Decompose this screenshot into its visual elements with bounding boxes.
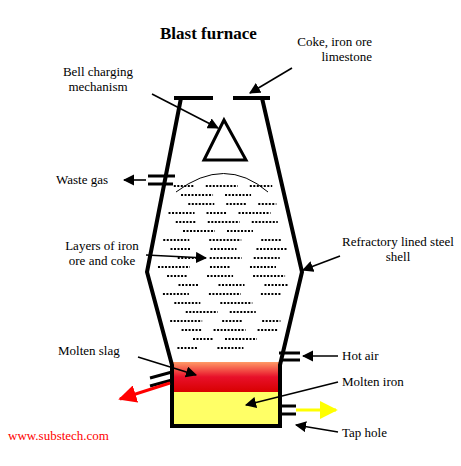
watermark: www.substech.com xyxy=(8,428,148,443)
leader-line xyxy=(303,256,340,270)
layer-stroke xyxy=(258,329,279,331)
layer-stroke xyxy=(170,248,190,250)
iron-outflow xyxy=(296,409,336,412)
slag-notch xyxy=(150,372,172,378)
hot-air-pipe xyxy=(280,359,300,362)
layer-stroke xyxy=(217,347,243,349)
layer-stroke xyxy=(163,293,189,295)
layer-stroke xyxy=(176,221,196,223)
part-label: Molten iron xyxy=(342,374,432,389)
feed-label: Coke, iron ore limestone xyxy=(268,34,372,64)
waste-gas-pipe xyxy=(148,175,175,178)
layer-stroke xyxy=(218,284,244,286)
top-rim xyxy=(174,96,213,100)
top-rim xyxy=(233,96,270,100)
diagram-title: Blast furnace xyxy=(160,24,257,44)
burden-layers xyxy=(158,186,289,348)
layer-stroke xyxy=(182,329,202,331)
tap-hole-pipe xyxy=(280,405,296,408)
layer-stroke xyxy=(222,320,242,322)
leader-line xyxy=(250,68,292,93)
layer-stroke xyxy=(264,284,288,286)
layer-stroke xyxy=(250,185,272,187)
layer-stroke xyxy=(158,266,190,268)
layer-stroke xyxy=(226,203,246,205)
layer-stroke xyxy=(254,257,280,259)
part-label: Tap hole xyxy=(342,425,422,440)
part-label: Refractory lined steel shell xyxy=(339,234,457,264)
layer-stroke xyxy=(210,248,236,250)
leader-line xyxy=(138,357,196,375)
layer-stroke xyxy=(209,293,241,295)
hot-air-pipe xyxy=(279,352,300,355)
layer-stroke xyxy=(208,221,240,223)
layer-stroke xyxy=(210,257,242,259)
molten-iron xyxy=(172,392,279,425)
layer-stroke xyxy=(225,338,257,340)
layer-stroke xyxy=(214,329,246,331)
layer-stroke xyxy=(220,302,252,304)
layer-stroke xyxy=(183,230,215,232)
layer-stroke xyxy=(207,212,227,214)
layer-stroke xyxy=(181,194,213,196)
layer-stroke xyxy=(174,185,194,187)
part-label: Layers of iron ore and coke xyxy=(56,238,148,268)
layer-stroke xyxy=(230,311,256,313)
layer-stroke xyxy=(261,239,281,241)
layer-stroke xyxy=(169,212,195,214)
layer-stroke xyxy=(256,248,286,250)
layer-stroke xyxy=(210,266,230,268)
leader-line xyxy=(246,382,338,405)
layer-stroke xyxy=(206,185,238,187)
leader-line xyxy=(152,94,218,128)
part-label: Hot air xyxy=(342,348,422,363)
layer-stroke xyxy=(178,284,198,286)
charging-bell xyxy=(204,120,246,160)
layer-stroke xyxy=(227,230,253,232)
layer-stroke xyxy=(193,338,213,340)
leader-line xyxy=(303,355,338,357)
layer-stroke xyxy=(186,311,218,313)
leader-line xyxy=(146,255,206,258)
part-label: Bell charging mechanism xyxy=(46,64,150,94)
leader-line xyxy=(124,179,146,181)
layer-stroke xyxy=(170,320,202,322)
part-label: Waste gas xyxy=(56,172,122,187)
layer-stroke xyxy=(262,320,280,322)
layer-stroke xyxy=(177,347,197,349)
layer-stroke xyxy=(207,275,233,277)
layer-stroke xyxy=(174,302,200,304)
molten-slag xyxy=(172,362,279,392)
burden-surface xyxy=(176,174,268,193)
layer-stroke xyxy=(167,275,187,277)
layer-stroke xyxy=(239,212,271,214)
slag-outflow xyxy=(120,383,170,399)
waste-gas-pipe xyxy=(148,183,173,186)
leader-line xyxy=(296,425,338,432)
layer-stroke xyxy=(252,221,278,223)
layer-stroke xyxy=(225,194,251,196)
layer-stroke xyxy=(261,293,281,295)
layer-stroke xyxy=(188,203,214,205)
layer-stroke xyxy=(253,275,285,277)
layer-stroke xyxy=(258,203,276,205)
part-label: Molten slag xyxy=(58,343,138,358)
layer-stroke xyxy=(163,239,189,241)
layer-stroke xyxy=(209,239,241,241)
layer-stroke xyxy=(250,266,276,268)
steel-shell xyxy=(147,98,302,426)
tap-hole-pipe xyxy=(280,413,296,416)
